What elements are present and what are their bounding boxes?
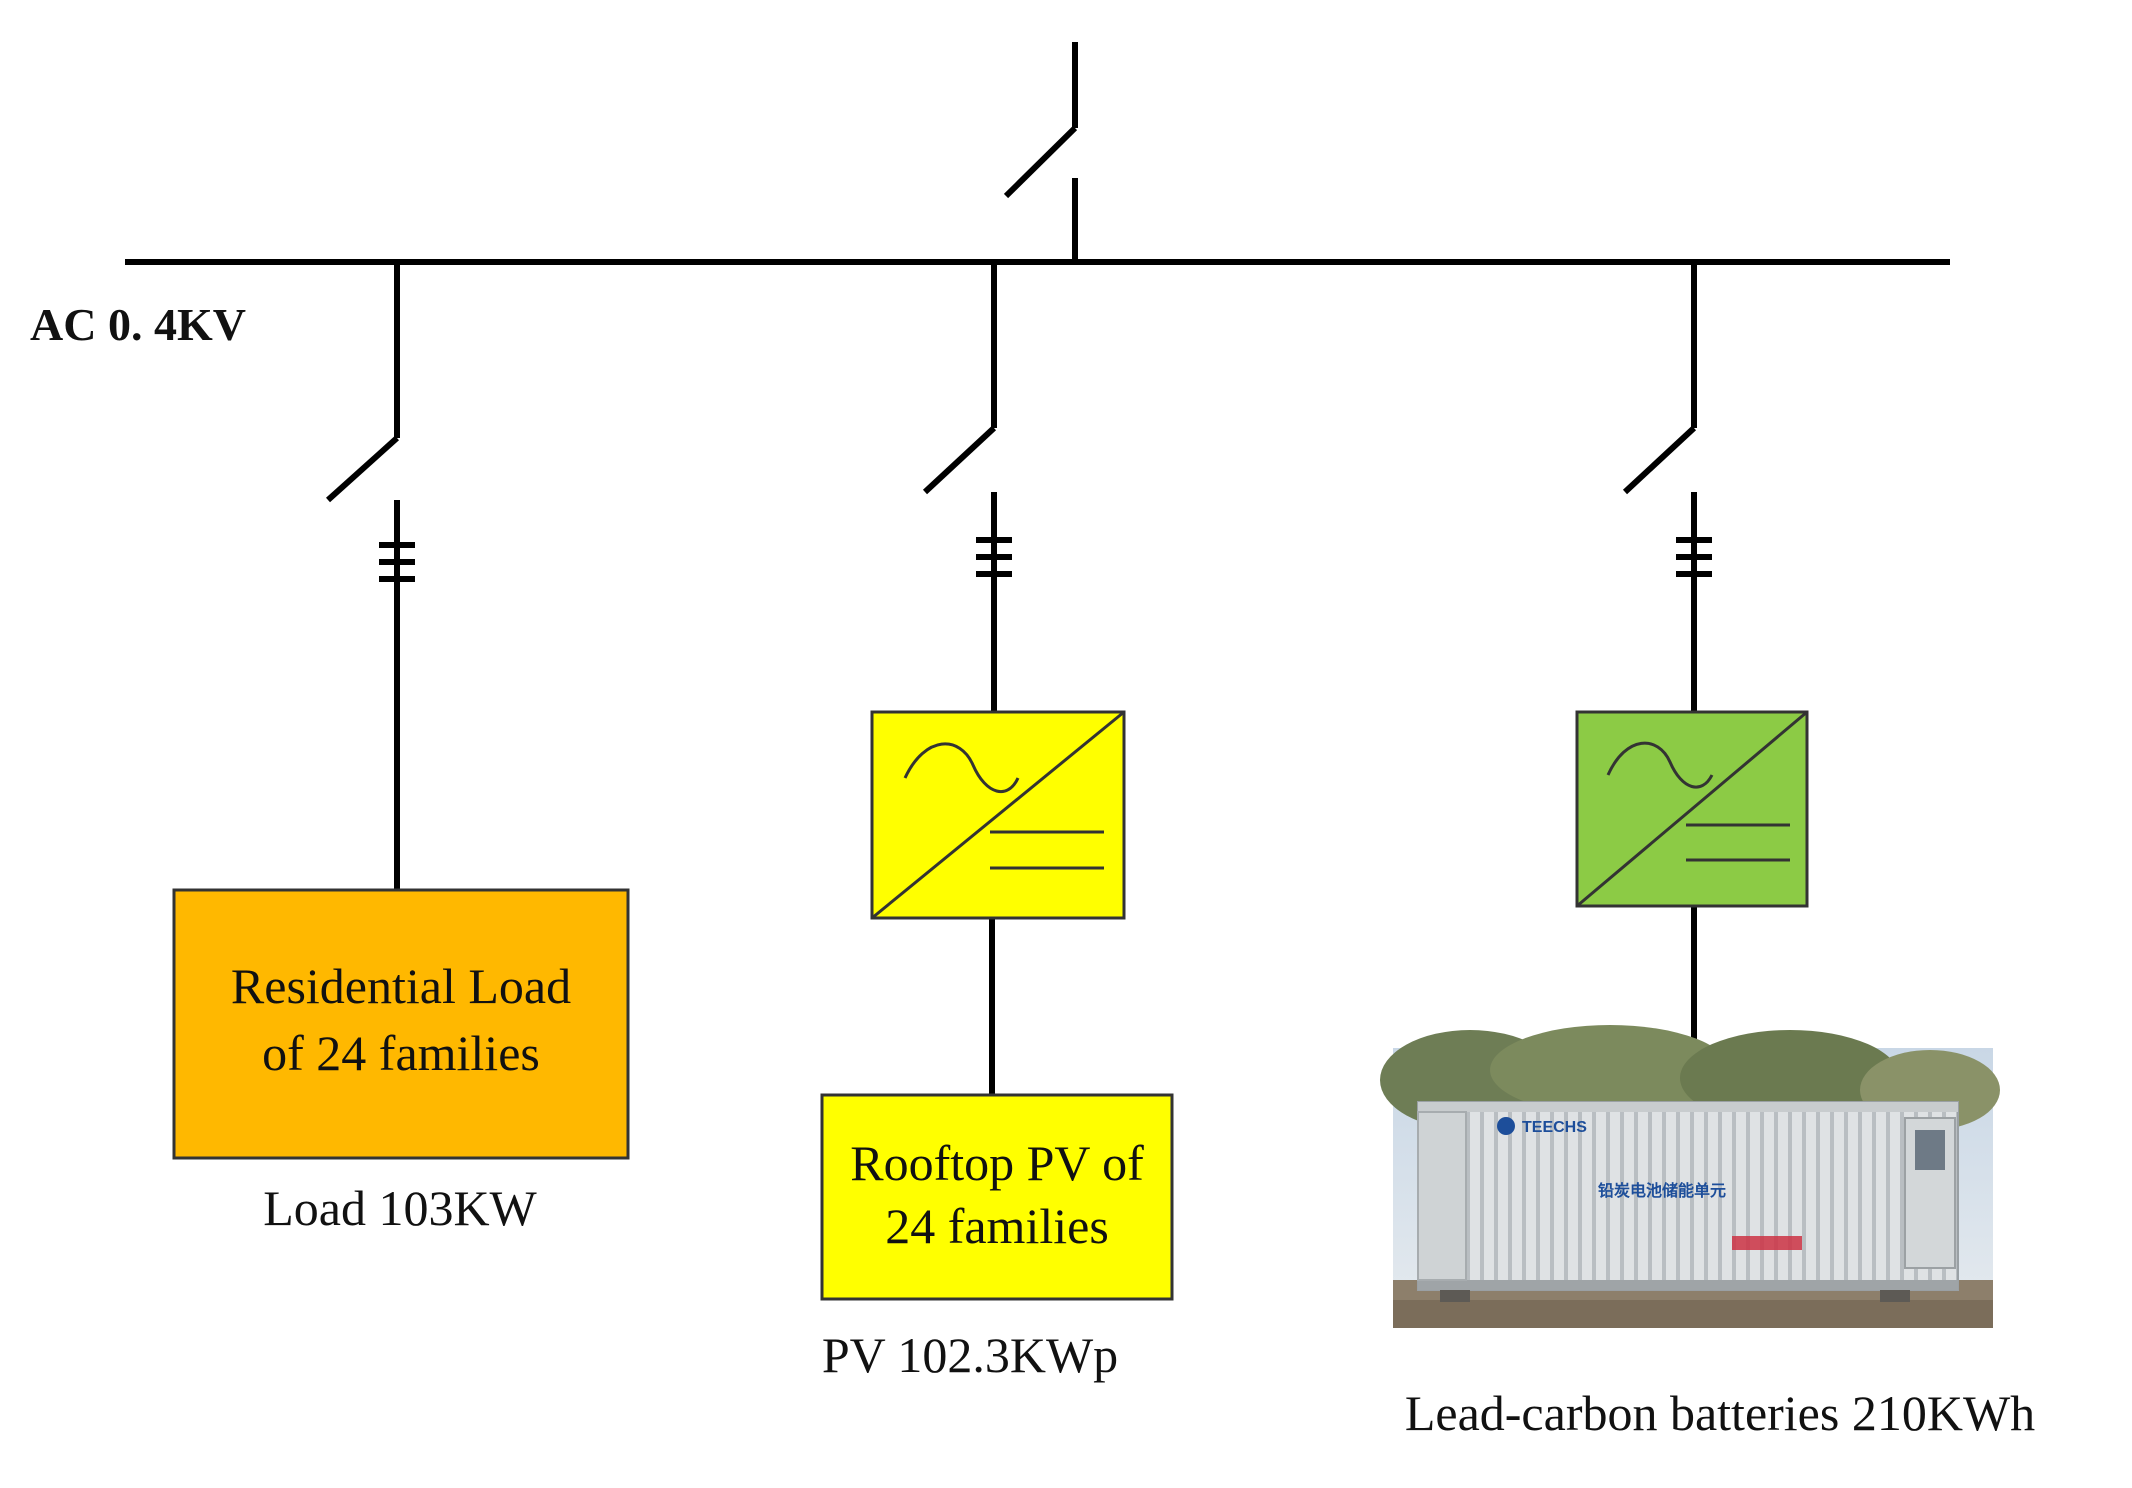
pv-caption: PV 102.3KWp bbox=[822, 1327, 1118, 1383]
photo-logo-text: TEECHS bbox=[1522, 1119, 1587, 1136]
cable-symbol-load bbox=[379, 542, 415, 582]
load-box-line2: of 24 families bbox=[262, 1025, 540, 1081]
cable-symbol-battery bbox=[1676, 537, 1712, 577]
load-caption: Load 103KW bbox=[263, 1180, 537, 1236]
load-box-line1: Residential Load bbox=[231, 958, 571, 1014]
photo-unit-text: 铅炭电池储能单元 bbox=[1598, 1181, 1726, 1200]
rooftop-pv-box bbox=[820, 1093, 1174, 1301]
cable-symbol-pv bbox=[976, 537, 1012, 577]
residential-load-box bbox=[172, 888, 630, 1160]
bus-label: AC 0. 4KV bbox=[30, 299, 246, 350]
battery-inverter bbox=[1575, 710, 1809, 908]
pv-branch bbox=[922, 262, 1012, 1095]
pv-box-line2: 24 families bbox=[885, 1198, 1109, 1254]
battery-branch bbox=[1622, 262, 1712, 1048]
battery-container-photo: TEECHS 铅炭电池储能单元 bbox=[1380, 1025, 2000, 1328]
pv-inverter bbox=[870, 710, 1126, 920]
pv-box-line1: Rooftop PV of bbox=[850, 1135, 1144, 1191]
ac-wave-icon bbox=[1606, 741, 1714, 789]
load-branch bbox=[325, 262, 415, 890]
incoming-feeder bbox=[1003, 42, 1078, 262]
battery-caption: Lead-carbon batteries 210KWh bbox=[1405, 1385, 2035, 1441]
ac-wave-icon bbox=[903, 742, 1020, 794]
